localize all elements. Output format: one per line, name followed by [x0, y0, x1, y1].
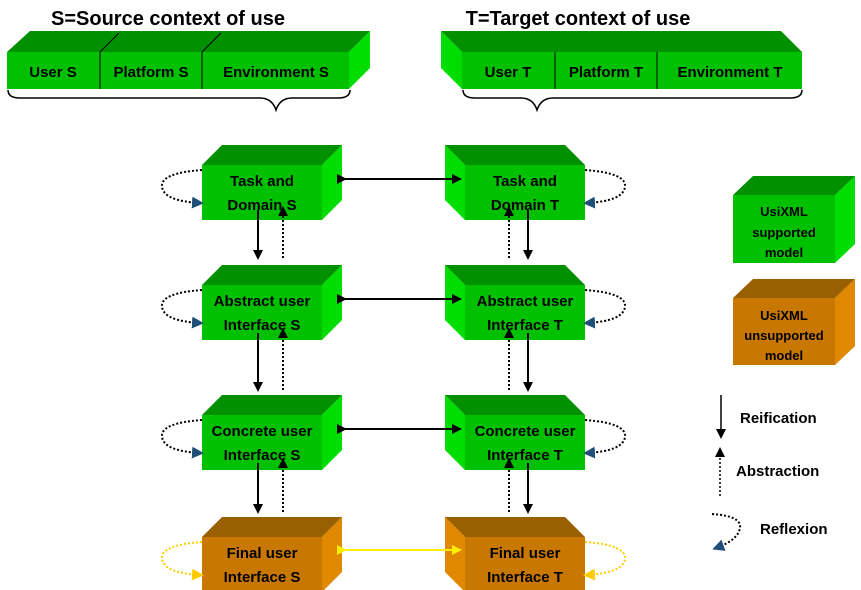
legend-reflexion-label: Reflexion [760, 521, 828, 538]
legend-abstraction-label: Abstraction [736, 463, 819, 480]
target-reflexion-arrow-1 [583, 289, 627, 329]
source-model-label-line2: Interface S [224, 447, 301, 464]
target-reflexion-arrow-0 [583, 169, 627, 209]
context-platform-t: Platform T [569, 64, 643, 81]
target-reflexion-arrow-2 [583, 419, 627, 459]
context-user-s: User S [29, 64, 77, 81]
target-model-label-line2: Interface T [487, 569, 563, 586]
reflexion-layer [160, 169, 627, 581]
legend-unsupported-line3: model [765, 348, 803, 363]
legend-reification-label: Reification [740, 410, 817, 427]
context-environment-s: Environment S [223, 64, 329, 81]
target-model-label-line1: Concrete user [475, 423, 576, 440]
source-model-label-line2: Domain S [227, 197, 296, 214]
target-model-label-line1: Final user [490, 545, 561, 562]
source-transitions [253, 206, 288, 514]
legend-reflexion-arrow [711, 513, 742, 551]
source-model-label-line1: Final user [227, 545, 298, 562]
target-model-label-line2: Interface T [487, 317, 563, 334]
source-model-label-line2: Interface S [224, 317, 301, 334]
source-reflexion-arrow-3 [160, 541, 204, 581]
legend-supported-line3: model [765, 245, 803, 260]
source-model-label-line1: Abstract user [214, 293, 311, 310]
target-model-label-line2: Interface T [487, 447, 563, 464]
legend-unsupported-box: UsiXML unsupported model [733, 279, 855, 365]
legend-unsupported-line1: UsiXML [760, 308, 808, 323]
source-model-label-line2: Interface S [224, 569, 301, 586]
context-environment-t: Environment T [677, 64, 782, 81]
target-title: T=Target context of use [466, 8, 691, 30]
target-model-label-line2: Domain T [491, 197, 559, 214]
source-title: S=Source context of use [51, 8, 285, 30]
source-reflexion-arrow-2 [160, 419, 204, 459]
source-brace [7, 89, 351, 113]
target-transitions [504, 206, 533, 514]
target-model-label-line1: Abstract user [477, 293, 574, 310]
legend-supported-line1: UsiXML [760, 204, 808, 219]
legend-supported-box: UsiXML supported model [733, 176, 855, 263]
legend: UsiXML supported model UsiXML unsupporte… [711, 176, 855, 551]
source-model-label-line1: Concrete user [212, 423, 313, 440]
legend-unsupported-line2: unsupported [744, 328, 823, 343]
source-model-label-line1: Task and [230, 173, 294, 190]
target-model-label-line1: Task and [493, 173, 557, 190]
target-reflexion-arrow-3 [583, 541, 627, 581]
context-user-t: User T [485, 64, 532, 81]
source-context-block: User S Platform S Environment S [7, 31, 370, 89]
target-brace [462, 89, 803, 113]
legend-supported-line2: supported [752, 225, 816, 240]
translation-links [337, 174, 462, 555]
source-reflexion-arrow-0 [160, 169, 204, 209]
source-reflexion-arrow-1 [160, 289, 204, 329]
context-platform-s: Platform S [113, 64, 188, 81]
target-context-block: User T Platform T Environment T [441, 31, 802, 89]
